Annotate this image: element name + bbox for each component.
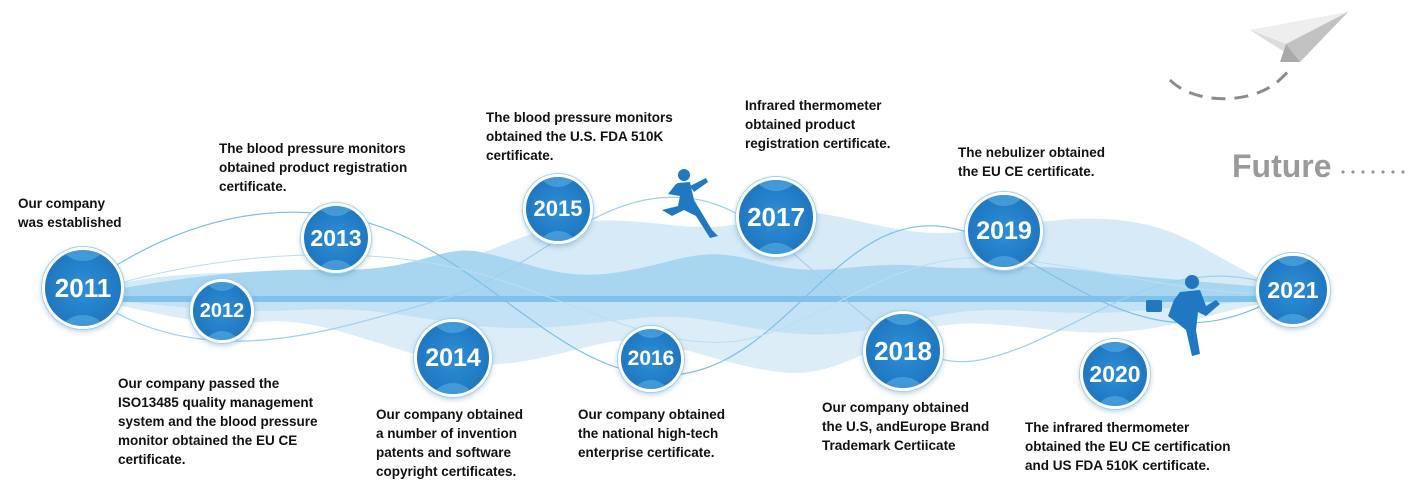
year-node-2016: 2016 xyxy=(618,326,684,392)
runner-icon xyxy=(662,169,718,238)
year-label: 2013 xyxy=(310,224,362,251)
year-node-2012: 2012 xyxy=(190,279,254,343)
lower-light-wave xyxy=(100,300,1290,373)
year-node-2018: 2018 xyxy=(863,311,943,391)
paper-plane-icon xyxy=(1168,12,1348,101)
timeline-band xyxy=(90,296,1290,302)
year-node-2013: 2013 xyxy=(301,203,371,273)
caption-2013: The blood pressure monitors obtained pro… xyxy=(219,141,408,194)
caption-2014: Our company obtained a number of inventi… xyxy=(376,407,524,479)
caption-2020: The infrared thermometer obtained the EU… xyxy=(1025,420,1231,473)
year-node-2014: 2014 xyxy=(414,319,492,397)
year-label: 2014 xyxy=(425,343,481,372)
year-label: 2012 xyxy=(199,299,245,322)
future-label: Future xyxy=(1232,148,1332,184)
year-label: 2016 xyxy=(627,347,675,370)
year-label: 2011 xyxy=(54,272,112,303)
year-label: 2018 xyxy=(874,335,932,366)
lower-mid-wave xyxy=(100,300,1290,335)
year-node-2021: 2021 xyxy=(1256,253,1330,327)
curve-line-b xyxy=(79,196,1291,363)
caption-2011: Our company was established xyxy=(18,196,122,230)
caption-2018: Our company obtained the U.S, andEurope … xyxy=(822,400,990,453)
year-node-2020: 2020 xyxy=(1080,339,1150,409)
year-node-2011: 2011 xyxy=(42,247,124,329)
year-label: 2017 xyxy=(747,201,805,232)
caption-2019: The nebulizer obtained the EU CE certifi… xyxy=(958,145,1106,179)
year-label: 2019 xyxy=(976,216,1032,245)
caption-2015: The blood pressure monitors obtained the… xyxy=(486,110,673,163)
caption-2017: Infrared thermometer obtained product re… xyxy=(745,98,891,151)
year-label: 2021 xyxy=(1267,276,1319,303)
year-label: 2020 xyxy=(1089,360,1141,387)
year-node-2019: 2019 xyxy=(965,192,1043,270)
year-node-2017: 2017 xyxy=(736,177,816,257)
year-label: 2015 xyxy=(533,196,583,221)
businessman-runner-icon xyxy=(1146,275,1220,356)
year-node-2015: 2015 xyxy=(523,174,593,244)
future-dots xyxy=(1338,170,1406,174)
caption-2012: Our company passed the ISO13485 quality … xyxy=(118,376,318,467)
caption-2016: Our company obtained the national high-t… xyxy=(578,407,726,460)
upper-mid-wave xyxy=(100,250,1290,300)
